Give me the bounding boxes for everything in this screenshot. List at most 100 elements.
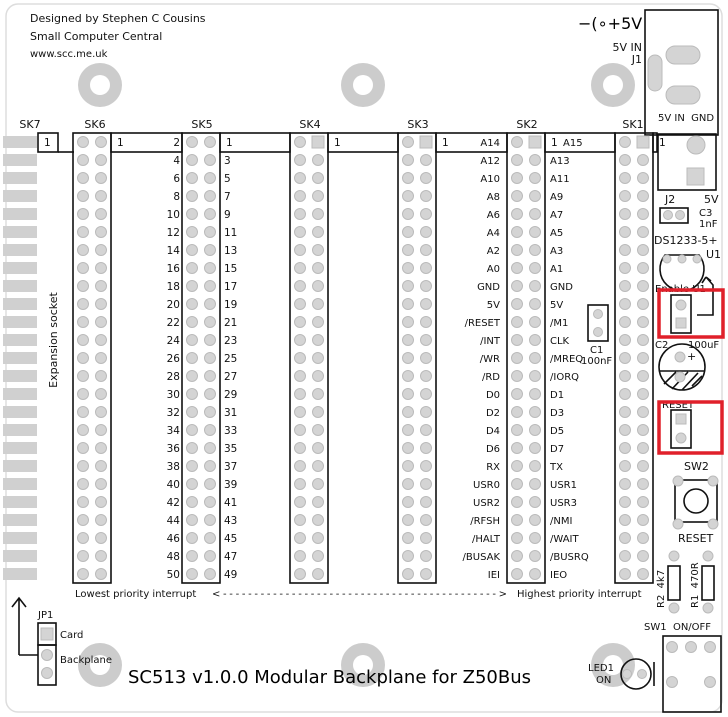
sw2-reset-button[interactable] [674, 479, 718, 523]
sk5-odd-pin-label: 5 [224, 173, 231, 185]
sk3-pad [420, 424, 432, 436]
sk7-edge-finger [3, 478, 37, 490]
sk5-pad [204, 154, 216, 166]
sk5-pad [186, 226, 198, 238]
u1-pad [692, 254, 702, 264]
sk1-pad [637, 460, 649, 472]
sk5-pad [204, 424, 216, 436]
r2-pad [668, 602, 680, 614]
sk3-pad [402, 424, 414, 436]
sk5-pad [186, 496, 198, 508]
sk5-pad [204, 280, 216, 292]
sk3-pad [402, 262, 414, 274]
socket-label-sk5: SK5 [191, 118, 212, 131]
sw1-power-switch[interactable] [662, 635, 722, 713]
enable-jumper[interactable] [670, 294, 692, 334]
sk4-pad [294, 478, 306, 490]
sk7-edge-finger [3, 190, 37, 202]
bus-signal-label: A7 [550, 210, 563, 221]
sk6-pad [77, 244, 89, 256]
sk5-pad [204, 352, 216, 364]
c2-plus: + [687, 350, 696, 363]
enable-jumper-pad [675, 317, 687, 329]
sk5-even-pin-label: 18 [167, 281, 180, 293]
c1-ref: C1 [590, 345, 603, 356]
r2-resistor [667, 565, 681, 601]
sk5-pad [186, 172, 198, 184]
sk6-pad [77, 208, 89, 220]
sk5-odd-pin-label: 35 [224, 443, 237, 455]
sk4-pad [294, 370, 306, 382]
sk6-pad [95, 334, 107, 346]
sk4-pad-square [311, 135, 325, 149]
sk2-pad [529, 190, 541, 202]
sk3-pad [420, 226, 432, 238]
highlight-box-reset [657, 400, 724, 455]
sk7-edge-finger [3, 460, 37, 472]
sk1-pad [619, 568, 631, 580]
r2-label: R2 4k7 [656, 570, 667, 608]
sk6-pad [77, 226, 89, 238]
led1-ref: LED1 [588, 663, 614, 674]
u1-ref: U1 [706, 248, 721, 261]
reset-jumper[interactable] [670, 409, 692, 449]
sk6-pad [77, 406, 89, 418]
sk5-odd-pin-label: 11 [224, 227, 237, 239]
sw1-pad [704, 641, 716, 653]
sk1-pad [637, 298, 649, 310]
sk7-edge-finger [3, 550, 37, 562]
sk3-pad [420, 568, 432, 580]
sk3-pad [420, 280, 432, 292]
sk4-pad [294, 226, 306, 238]
sk6-pad [95, 460, 107, 472]
sk5-pad [186, 424, 198, 436]
bus-signal-label: A14 [480, 138, 500, 149]
sk5-even-pin-label: 38 [167, 461, 180, 473]
socket-label-sk1: SK1 [622, 118, 643, 131]
sk1-pad [637, 496, 649, 508]
sk2-pad [511, 496, 523, 508]
sw2-pad [672, 475, 684, 487]
j1-power-jack [644, 9, 719, 136]
sk4-pad [312, 568, 324, 580]
j2-pad [686, 167, 705, 186]
sw2-ref: SW2 [684, 460, 709, 473]
sk7-edge-finger [3, 334, 37, 346]
sk3-pad-square [419, 135, 433, 149]
sw2-label: RESET [678, 532, 714, 545]
sk6-pad [95, 442, 107, 454]
sk4-pad [294, 496, 306, 508]
sk1-pad [619, 190, 631, 202]
led1-label: ON [596, 675, 611, 686]
sk6-pad [95, 298, 107, 310]
sk5-pad [186, 460, 198, 472]
sk5-pad [204, 262, 216, 274]
sk3-pad [420, 478, 432, 490]
bus-signal-label: GND [550, 282, 573, 293]
sk3-pad [402, 244, 414, 256]
sk7-edge-finger [3, 388, 37, 400]
sk3-pad [402, 406, 414, 418]
sk4-pad [312, 280, 324, 292]
sk3-pad [402, 568, 414, 580]
sk5-pin1-label: 1 [226, 137, 233, 149]
sk6-pad [77, 370, 89, 382]
sk5-pad [204, 190, 216, 202]
sk4-pad [312, 190, 324, 202]
bus-signal-label: /MREQ [550, 354, 583, 365]
sk5-even-pin-label: 8 [173, 191, 180, 203]
sk5-even-pin-label: 2 [173, 137, 180, 149]
sk6-pad [77, 514, 89, 526]
mounting-hole-center [353, 75, 373, 95]
sk4-pad [294, 298, 306, 310]
sk1-pad [619, 550, 631, 562]
c1-capacitor [587, 304, 609, 342]
c3-pad [663, 210, 673, 220]
jp1-pad [40, 627, 54, 641]
sk3-pad [420, 172, 432, 184]
sk1-pad [619, 370, 631, 382]
sk6-pad [95, 226, 107, 238]
sk5-pad [204, 514, 216, 526]
expansion-socket-label: Expansion socket [47, 291, 60, 387]
sk1-pad [619, 262, 631, 274]
